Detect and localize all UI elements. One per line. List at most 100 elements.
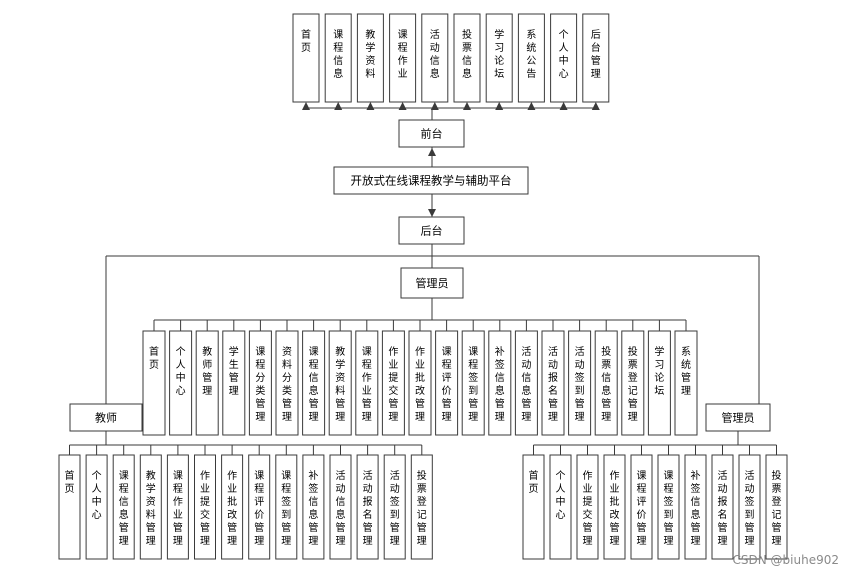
frontend-item-box-label: 投票信息 xyxy=(462,28,472,80)
teacher-item-box xyxy=(329,454,352,560)
student-item-box xyxy=(630,454,653,560)
admin-item-box xyxy=(355,330,379,436)
admin-item-box-label: 课程信息管理 xyxy=(309,346,319,423)
backend-node xyxy=(398,216,465,245)
teacher-item-box-label: 作业提交管理 xyxy=(200,470,210,547)
admin-item-box xyxy=(594,330,618,436)
student-item-box-label: 补签信息管理 xyxy=(691,469,701,547)
teacher-item-box-label: 个人中心 xyxy=(92,470,102,521)
admin-item-box xyxy=(195,330,219,436)
frontend-item-box xyxy=(485,13,513,103)
teacher-item-box xyxy=(194,454,216,560)
teacher-item-box-label: 投票登记管理 xyxy=(417,469,427,547)
admin-item-box xyxy=(461,330,485,436)
arrow-head xyxy=(366,102,375,110)
student-item-box-label: 课程评价管理 xyxy=(637,470,647,547)
admin-item-box-label: 课程评价管理 xyxy=(442,346,452,423)
backend-node-label: 后台 xyxy=(421,224,443,238)
admin-item-box xyxy=(248,330,272,436)
teacher-item-box-label: 补签信息管理 xyxy=(308,469,318,547)
arrow-head xyxy=(334,102,343,110)
student-node-label: 管理员 xyxy=(722,411,755,425)
teacher-item-box xyxy=(58,454,81,560)
teacher-item-box xyxy=(356,454,379,560)
admin-item-box xyxy=(674,330,698,436)
student-item-box-label: 活动签到管理 xyxy=(745,470,755,547)
arrow-head xyxy=(463,102,471,110)
teacher-item-box-label: 课程评价管理 xyxy=(254,470,264,547)
arrow-head xyxy=(302,102,310,110)
teacher-item-box xyxy=(248,454,271,560)
admin-item-box xyxy=(647,330,671,436)
frontend-item-box-label: 首页 xyxy=(301,28,311,54)
admin-item-box-label: 活动信息管理 xyxy=(521,346,531,423)
frontend-item-box-label: 教学资料 xyxy=(365,28,375,80)
teacher-node-label: 教师 xyxy=(95,412,117,425)
admin-item-box-label: 活动签到管理 xyxy=(575,346,585,423)
arrow-head xyxy=(398,102,407,110)
frontend-item-box-label: 个人中心 xyxy=(559,29,569,80)
teacher-item-box xyxy=(112,454,135,560)
admin-item-box-label: 教学资料管理 xyxy=(335,345,345,423)
admin-item-box-label: 作业批改管理 xyxy=(415,346,425,423)
admin-item-box-label: 课程作业管理 xyxy=(362,346,372,423)
admin-node xyxy=(400,267,464,299)
frontend-item-box-label: 活动信息 xyxy=(430,29,440,80)
student-node xyxy=(705,403,771,432)
admin-item-box-label: 课程签到管理 xyxy=(468,346,478,423)
admin-item-box xyxy=(541,330,565,436)
arrow-head xyxy=(527,102,536,110)
student-item-box xyxy=(657,454,680,560)
student-item-box xyxy=(576,454,599,560)
admin-item-box-label: 课程分类管理 xyxy=(255,346,265,423)
admin-item-box xyxy=(488,330,512,436)
admin-item-box xyxy=(275,330,299,436)
frontend-item-box xyxy=(453,13,481,103)
platform-node xyxy=(333,166,529,195)
student-item-box-label: 作业批改管理 xyxy=(610,470,620,547)
student-item-box xyxy=(684,454,707,560)
frontend-node-label: 前台 xyxy=(421,127,443,141)
teacher-item-box-label: 活动签到管理 xyxy=(390,470,400,547)
student-item-box-label: 活动报名管理 xyxy=(718,470,728,547)
teacher-item-box-label: 首页 xyxy=(65,469,75,495)
teacher-item-box-label: 活动报名管理 xyxy=(363,470,373,547)
frontend-item-box xyxy=(324,13,352,103)
frontend-item-box xyxy=(292,13,320,103)
teacher-item-box xyxy=(383,454,406,560)
admin-item-box xyxy=(142,330,166,436)
admin-node-label: 管理员 xyxy=(416,276,449,290)
admin-item-box xyxy=(621,330,645,436)
frontend-item-box xyxy=(582,13,610,103)
frontend-item-box xyxy=(389,13,417,103)
frontend-item-box-label: 学习论坛 xyxy=(494,28,504,80)
watermark: CSDN @biuhe902 xyxy=(732,553,839,567)
teacher-item-box xyxy=(410,454,433,560)
frontend-node xyxy=(398,119,465,148)
platform-node-label: 开放式在线课程教学与辅助平台 xyxy=(351,174,512,188)
admin-item-box-label: 活动报名管理 xyxy=(548,346,558,423)
teacher-item-box-label: 活动信息管理 xyxy=(336,470,346,547)
student-item-box xyxy=(549,454,572,560)
admin-item-box-label: 教师管理 xyxy=(202,345,212,397)
teacher-item-box xyxy=(221,454,244,560)
frontend-item-box-label: 后台管理 xyxy=(591,29,601,80)
admin-item-box-label: 作业提交管理 xyxy=(388,346,398,423)
student-item-box xyxy=(765,454,788,560)
student-item-box xyxy=(522,454,545,560)
admin-item-box-label: 个人中心 xyxy=(176,346,186,397)
teacher-item-box xyxy=(85,454,108,560)
teacher-item-box xyxy=(166,454,189,560)
admin-item-box-label: 学习论坛 xyxy=(654,345,664,397)
admin-item-box xyxy=(568,330,592,436)
admin-item-box-label: 学生管理 xyxy=(229,345,239,397)
admin-item-box xyxy=(222,330,246,436)
frontend-item-box-label: 课程信息 xyxy=(333,29,343,80)
teacher-item-box xyxy=(302,454,325,560)
admin-item-box xyxy=(514,330,538,436)
student-item-box-label: 首页 xyxy=(529,469,539,495)
student-item-box-label: 投票登记管理 xyxy=(772,469,782,547)
student-item-box xyxy=(738,454,761,560)
student-item-box-label: 个人中心 xyxy=(556,470,566,521)
